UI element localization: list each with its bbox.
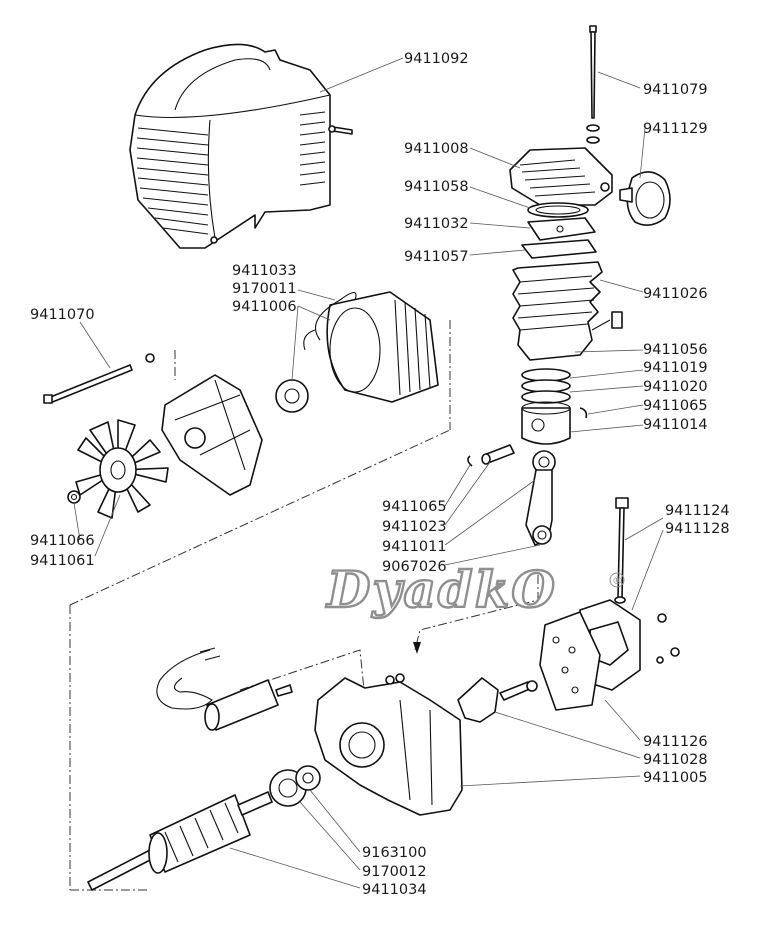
- connecting-rod: [525, 450, 556, 546]
- crankcase: [314, 673, 463, 816]
- registered-mark: ®: [612, 574, 623, 587]
- head-bolt: [586, 25, 600, 144]
- label-valve-plate: 9411032: [404, 216, 469, 232]
- label-stator-1: 9411033: [232, 263, 297, 279]
- shroud-cover: [129, 43, 353, 249]
- label-piston-pin: 9411023: [382, 519, 447, 535]
- assembly-dash-lines: [69, 320, 539, 891]
- leader-lines: [73, 57, 664, 889]
- label-head-gasket: 9411058: [404, 179, 469, 195]
- label-pressure-switch-2: 9411128: [665, 521, 730, 537]
- tie-rod: [43, 364, 133, 404]
- label-fan-nut: 9411066: [30, 533, 95, 549]
- piston-rings: [521, 368, 571, 404]
- capacitor: [156, 647, 293, 731]
- cylinder-head: [509, 147, 613, 206]
- assembly-arrow-icon: [413, 642, 421, 654]
- label-circlip-left: 9411065: [382, 499, 447, 515]
- head-gasket: [527, 202, 589, 218]
- label-crankcase-cover-1: 9411126: [643, 734, 708, 750]
- label-bolt-group: 9411056: [643, 342, 708, 358]
- valve-plate: [527, 217, 596, 241]
- label-crankcase: 9411005: [643, 770, 708, 786]
- label-pressure-switch-1: 9411124: [665, 503, 730, 519]
- crank-eccentric: [457, 677, 538, 723]
- part-labels: 9411092 9411079 9411129 9411008 9411058 …: [30, 51, 730, 898]
- cylinder-gasket: [521, 239, 597, 259]
- front-bearings: [269, 765, 321, 807]
- label-ring-2: 9411020: [643, 379, 708, 395]
- label-stator-3: 9411006: [232, 299, 297, 315]
- end-bracket: [145, 353, 263, 496]
- stator: [303, 291, 439, 403]
- label-tie-rod: 9411070: [30, 307, 95, 323]
- piston-pin: [481, 444, 515, 465]
- label-shroud: 9411092: [404, 51, 469, 67]
- label-bearing-2: 9170012: [362, 864, 427, 880]
- label-conrod-bearing: 9067026: [382, 559, 447, 575]
- watermark: DyadkO: [325, 560, 557, 619]
- label-circlip-right: 9411065: [643, 398, 708, 414]
- circlip-right: [579, 407, 588, 419]
- piston: [521, 401, 571, 445]
- air-filter: [619, 171, 671, 226]
- label-cylinder-head: 9411008: [404, 141, 469, 157]
- label-ring-1: 9411019: [643, 360, 708, 376]
- circlip-left: [467, 455, 473, 467]
- label-cylinder: 9411026: [643, 286, 708, 302]
- label-bearing-1: 9163100: [362, 845, 427, 861]
- label-air-filter: 9411129: [643, 121, 708, 137]
- cylinder: [512, 261, 623, 361]
- label-conrod: 9411011: [382, 539, 447, 555]
- rotor: [87, 791, 273, 891]
- fan-nut: [67, 490, 81, 504]
- cooling-fan: [75, 419, 169, 519]
- label-stator-2: 9170011: [232, 281, 297, 297]
- cover-gasket: [539, 611, 601, 711]
- label-rotor: 9411034: [362, 882, 427, 898]
- rear-bearing: [275, 379, 309, 413]
- label-head-bolt: 9411079: [643, 82, 708, 98]
- registered-mark-icon: [609, 572, 625, 588]
- label-fan: 9411061: [30, 553, 95, 569]
- label-cylinder-gasket: 9411057: [404, 249, 469, 265]
- label-crankcase-cover-2: 9411028: [643, 752, 708, 768]
- label-piston: 9411014: [643, 417, 708, 433]
